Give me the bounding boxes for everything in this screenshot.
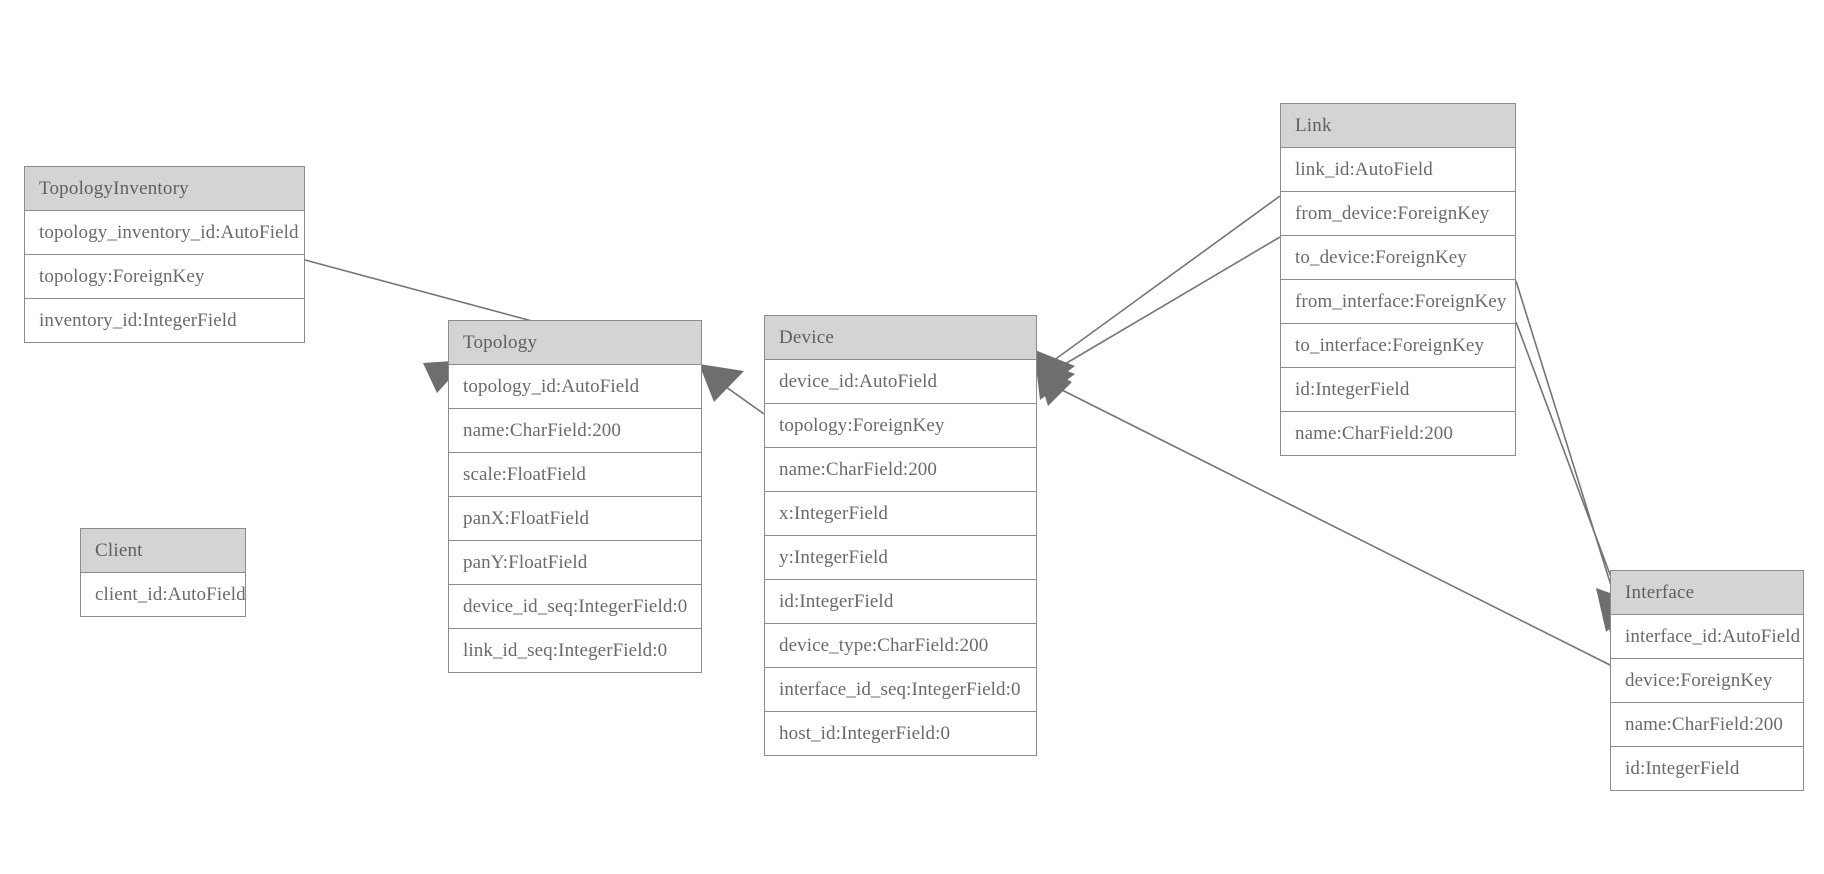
entity-field-row: topology_id:AutoField [449,365,701,409]
entity-field-row: topology_inventory_id:AutoField [25,211,304,255]
entity-field-row: id:IntegerField [1611,747,1803,790]
relationship-line [1047,236,1281,375]
entity-field-row: to_device:ForeignKey [1281,236,1515,280]
entity-field-row: device_id_seq:IntegerField:0 [449,585,701,629]
entity-field-row: id:IntegerField [1281,368,1515,412]
entity-field-row: client_id:AutoField [81,573,246,616]
arrowhead-icon [1035,350,1075,392]
arrowhead-icon [699,364,744,402]
relationship-line [1515,321,1625,613]
relationship-line [1045,195,1281,367]
entity-field-row: to_interface:ForeignKey [1281,324,1515,368]
relationship-line [711,376,765,415]
entity-title: Interface [1611,571,1803,615]
entity-field-row: host_id:IntegerField:0 [765,712,1036,755]
entity-field-row: panY:FloatField [449,541,701,585]
entity-field-row: link_id:AutoField [1281,148,1515,192]
relationship-edge [1035,195,1281,392]
entity-field-row: device_id:AutoField [765,360,1036,404]
entity-title: TopologyInventory [25,167,304,211]
entity-field-row: panX:FloatField [449,497,701,541]
entity-title: Client [81,529,245,573]
entity-field-row: y:IntegerField [765,536,1036,580]
entity-field-row: from_interface:ForeignKey [1281,280,1515,324]
entity-field-row: link_id_seq:IntegerField:0 [449,629,701,672]
entity-field-row: interface_id:AutoField [1611,615,1803,659]
entity-field-row: device:ForeignKey [1611,659,1803,703]
entity-field-row: topology:ForeignKey [25,255,304,299]
entity-field-row: from_device:ForeignKey [1281,192,1515,236]
relationship-edge [699,364,765,415]
entity-field-row: device_type:CharField:200 [765,624,1036,668]
relationship-line [1515,280,1619,609]
entity-field-row: id:IntegerField [765,580,1036,624]
arrowhead-icon [1035,363,1072,406]
entity-field-row: interface_id_seq:IntegerField:0 [765,668,1036,712]
relationship-edge [1035,236,1281,400]
entity-field-row: name:CharField:200 [765,448,1036,492]
entity-field-row: x:IntegerField [765,492,1036,536]
entity-field-row: name:CharField:200 [1281,412,1515,455]
entity-field-row: name:CharField:200 [1611,703,1803,747]
entity-field-row: inventory_id:IntegerField [25,299,304,342]
entity-title: Link [1281,104,1515,148]
entity-title: Device [765,316,1036,360]
entity-field-row: topology:ForeignKey [765,404,1036,448]
entity-title: Topology [449,321,701,365]
entity-field-row: scale:FloatField [449,453,701,497]
arrowhead-icon [1035,358,1075,400]
entity-field-row: name:CharField:200 [449,409,701,453]
